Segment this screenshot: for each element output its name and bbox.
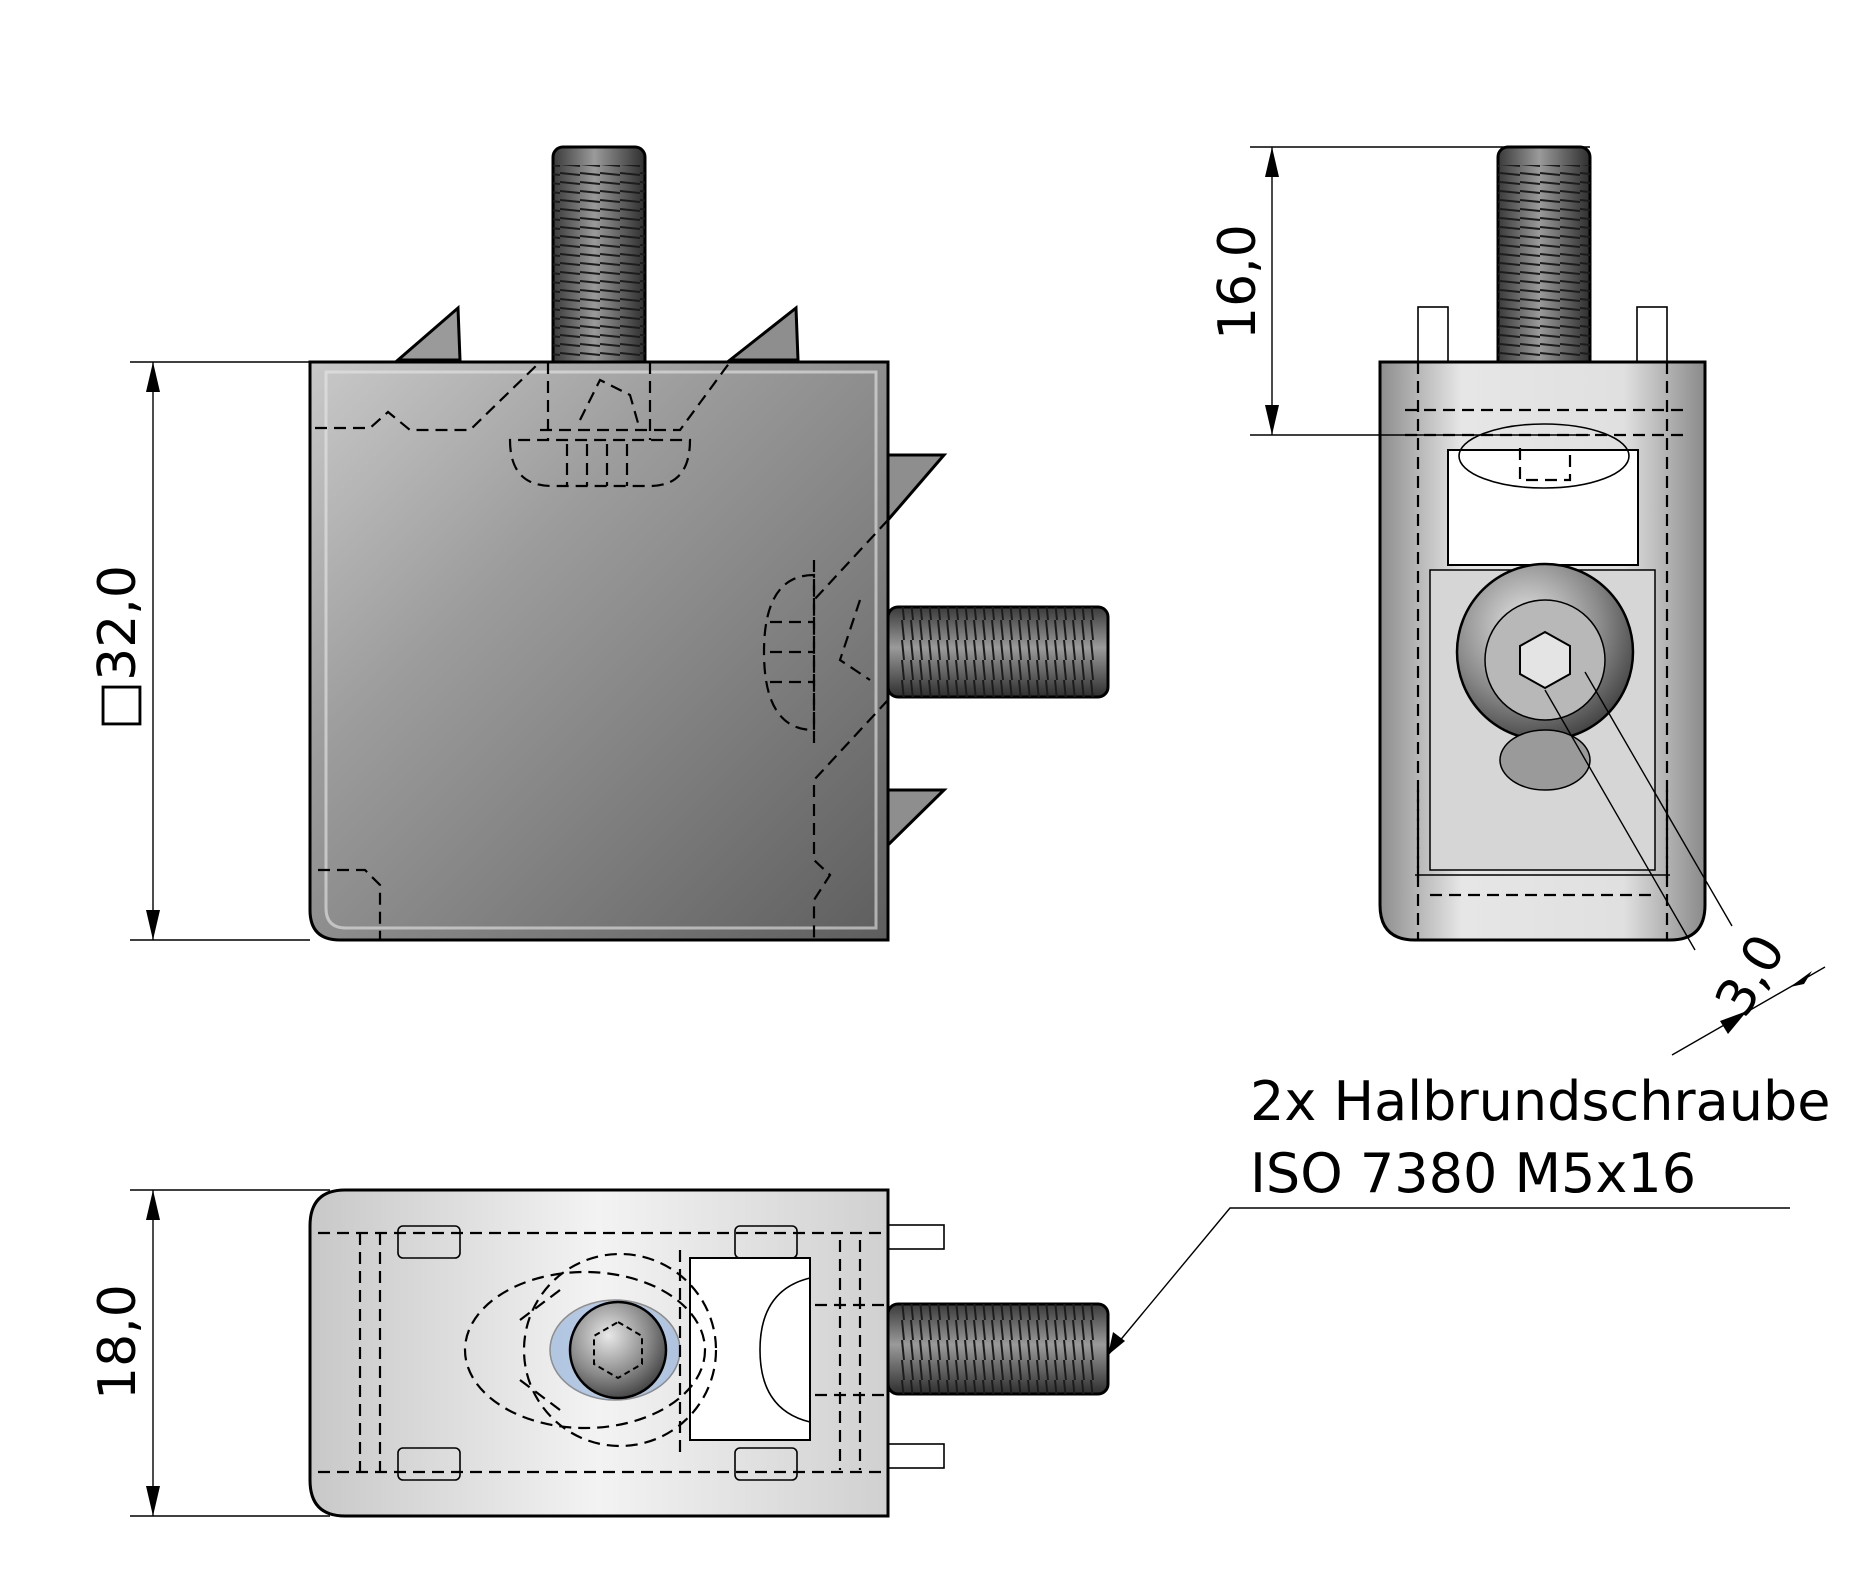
dimension-top-width: 18,0 [88, 1189, 330, 1517]
note-line-2: ISO 7380 M5x16 [1250, 1142, 1696, 1205]
front-body [308, 360, 890, 942]
dim-top-width-label: 18,0 [88, 1284, 148, 1400]
side-hex-socket-icon [1519, 630, 1571, 690]
dim-front-square-label: □32,0 [88, 565, 148, 730]
front-right-fin-top [886, 453, 948, 525]
top-view-dome-head [759, 1276, 811, 1424]
note-line-1: 2x Halbrundschraube [1250, 1070, 1830, 1133]
top-view-hex-socket-icon [593, 1320, 643, 1380]
dim-side-height-label: 16,0 [1208, 224, 1268, 340]
top-view-socket-head [568, 1300, 668, 1400]
front-view [308, 145, 1110, 942]
front-top-fin-right [725, 304, 800, 362]
top-view-window [689, 1257, 811, 1441]
side-screw-head [1458, 423, 1630, 489]
dimension-side-slot: 3,0 [1671, 925, 1826, 1056]
top-view [308, 1188, 1790, 1518]
side-window [1447, 449, 1639, 566]
dimension-side-height: 16,0 [1208, 146, 1590, 436]
dimension-front-square: □32,0 [88, 361, 310, 941]
side-pin-right [1636, 306, 1668, 370]
dim-side-slot-label: 3,0 [1704, 925, 1797, 1027]
front-top-fin-left [393, 304, 462, 362]
side-pin-left [1417, 306, 1449, 370]
screw-note: 2x Halbrundschraube ISO 7380 M5x16 [1250, 1070, 1830, 1205]
side-view [1378, 145, 1733, 951]
front-right-fin-bottom [886, 788, 948, 849]
